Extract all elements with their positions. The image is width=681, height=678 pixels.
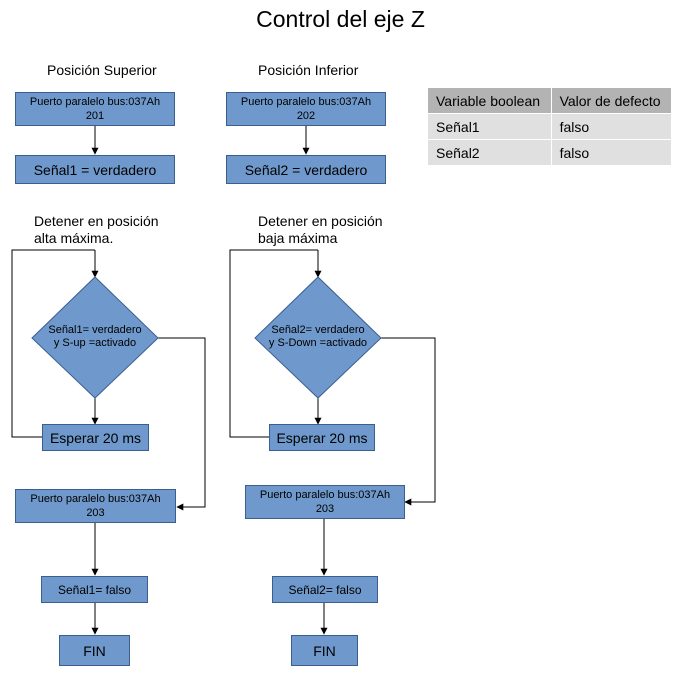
left-decision-label: Señal1= verdadero y S-up =activado <box>32 324 158 350</box>
left-port-box-203-line2: 203 <box>86 507 105 519</box>
left-signal-false-box: Señal1= falso <box>41 576 148 603</box>
table-header-cell: Variable boolean <box>428 88 552 114</box>
left-stop-note: Detener en posición alta máxima. <box>34 213 159 247</box>
right-port-box-202-line1: Puerto paralelo bus:037Ah <box>240 96 372 108</box>
right-port-box-202: Puerto paralelo bus:037Ah 202 <box>226 92 386 126</box>
left-decision-line1: Señal1= verdadero <box>48 324 142 336</box>
right-port-box-203-line2: 203 <box>315 503 335 515</box>
table-cell: Señal2 <box>428 139 552 166</box>
right-port-box-203: Puerto paralelo bus:037Ah 203 <box>245 485 405 519</box>
left-arrow-decision-yes <box>158 337 206 511</box>
table-header-row: Variable boolean Valor de defecto <box>428 88 673 114</box>
right-decision-line1: Señal2= verdadero <box>271 324 365 336</box>
table-cell: Señal1 <box>428 113 552 140</box>
table-cell: falso <box>551 113 673 140</box>
left-decision-line2: y S-up =activado <box>53 337 137 349</box>
table-cell: falso <box>551 139 673 166</box>
page-title: Control del eje Z <box>256 6 425 32</box>
right-end-box: FIN <box>291 635 358 666</box>
right-signal-false-box: Señal2= falso <box>272 576 378 603</box>
right-decision-diamond <box>254 276 382 399</box>
left-wait-box: Esperar 20 ms <box>42 424 149 451</box>
right-decision-label: Señal2= verdadero y S-Down =activado <box>255 324 381 350</box>
table-header-cell: Valor de defecto <box>551 88 673 114</box>
right-stop-note: Detener en posición baja máxima <box>258 213 383 247</box>
right-loop-back <box>229 249 318 438</box>
right-heading: Posición Inferior <box>258 62 359 78</box>
table-row: Señal2 falso <box>428 139 673 166</box>
left-port-box-203-line1: Puerto paralelo bus:037Ah <box>30 493 161 505</box>
right-signal-true-box: Señal2 = verdadero <box>226 155 386 184</box>
left-heading: Posición Superior <box>47 62 157 78</box>
right-port-box-202-line2: 202 <box>296 110 316 122</box>
right-stop-note-line1: Detener en posición <box>258 213 383 229</box>
left-port-box-201-line2: 201 <box>85 110 105 122</box>
right-arrow-decision-yes <box>381 337 436 506</box>
right-wait-box: Esperar 20 ms <box>269 424 375 451</box>
right-stop-note-line2: baja máxima <box>258 230 338 246</box>
left-stop-note-line1: Detener en posición <box>34 213 159 229</box>
left-end-box: FIN <box>59 635 130 666</box>
left-decision-diamond <box>31 276 159 399</box>
right-decision-line2: y S-Down =activado <box>268 337 368 349</box>
left-port-box-203: Puerto paralelo bus:037Ah 203 <box>15 489 176 523</box>
left-port-box-201: Puerto paralelo bus:037Ah 201 <box>15 92 175 126</box>
right-port-box-203-line1: Puerto paralelo bus:037Ah <box>259 489 391 501</box>
left-signal-true-box: Señal1 = verdadero <box>15 155 175 184</box>
left-loop-back <box>11 249 95 438</box>
left-port-box-201-line1: Puerto paralelo bus:037Ah <box>29 96 161 108</box>
table-row: Señal1 falso <box>428 113 673 140</box>
left-stop-note-line2: alta máxima. <box>34 230 114 246</box>
boolean-variables-table: Variable boolean Valor de defecto Señal1… <box>428 88 673 166</box>
